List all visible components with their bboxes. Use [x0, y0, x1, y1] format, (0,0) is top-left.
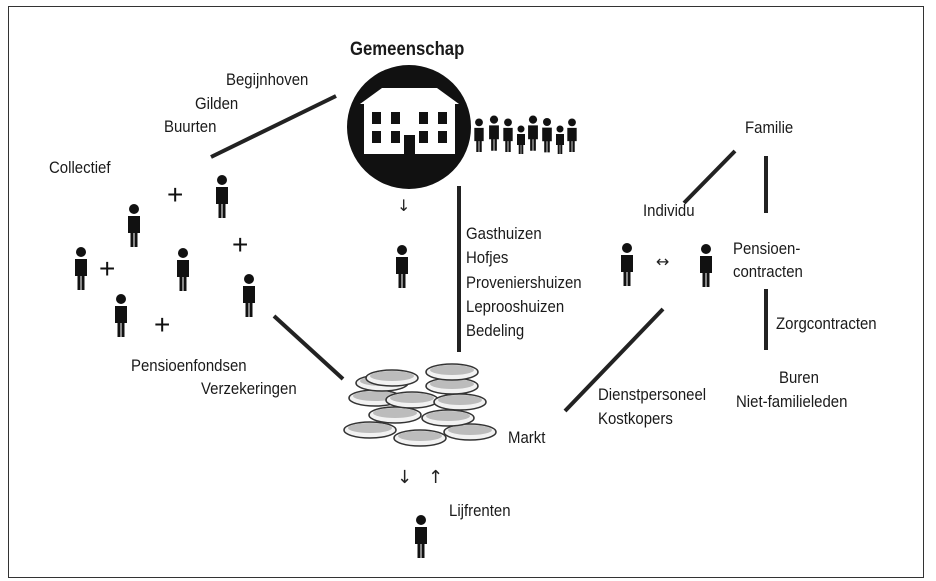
up-arrow-icon: ↑ — [428, 467, 444, 488]
plus-sign: + — [232, 229, 249, 260]
annuities-label: Lijfrenten — [449, 501, 511, 520]
buyers-label: Kostkopers — [598, 409, 673, 428]
person-icon — [243, 274, 255, 317]
figure-frame — [8, 6, 924, 578]
person-icon — [216, 175, 228, 218]
family-label: Familie — [745, 118, 794, 137]
non-family-label: Niet-familieleden — [736, 392, 848, 411]
pension-contracts-label-2: contracten — [733, 262, 803, 281]
down-arrow-icon: ↓ — [397, 467, 413, 488]
person-icon — [700, 244, 712, 287]
gilden-label: Gilden — [195, 94, 239, 113]
line-community-to-collective — [210, 94, 337, 159]
coin-pile-icon — [343, 363, 497, 447]
community-building-icon — [347, 65, 471, 189]
pension-funds-label: Pensioenfondsen — [131, 356, 247, 375]
line-family-to-individual — [682, 149, 737, 205]
person-icon — [115, 294, 127, 337]
person-icon — [415, 515, 427, 558]
buurten-label: Buurten — [164, 117, 217, 136]
person-icon — [621, 243, 633, 286]
plus-sign: + — [154, 309, 171, 340]
market-label: Markt — [508, 428, 546, 447]
person-icon — [128, 204, 140, 247]
gasthuizen-label: Gasthuizen — [466, 224, 542, 243]
plus-sign: + — [99, 253, 116, 284]
hofjes-label: Hofjes — [466, 248, 509, 267]
down-arrow-icon: ↓ — [397, 196, 411, 215]
collective-label: Collectief — [49, 158, 111, 177]
pension-contracts-label: Pensioen- — [733, 239, 801, 258]
proveniershuizen-label: Proveniershuizen — [466, 273, 582, 292]
bidirectional-arrow-icon: ↔ — [656, 252, 670, 271]
person-icon — [75, 247, 87, 290]
plus-sign: + — [167, 179, 184, 210]
crowd-icon — [474, 115, 577, 154]
bedeling-label: Bedeling — [466, 321, 525, 340]
community-label: Gemeenschap — [350, 39, 465, 60]
insurance-label: Verzekeringen — [201, 379, 297, 398]
line-collective-to-money — [272, 314, 345, 381]
individual-label: Individu — [643, 201, 695, 220]
person-icon — [396, 245, 408, 288]
line-market-to-individual — [563, 307, 665, 413]
person-icon — [177, 248, 189, 291]
leprooshuizen-label: Leprooshuizen — [466, 297, 565, 316]
neighbours-label: Buren — [779, 368, 819, 387]
servants-label: Dienstpersoneel — [598, 385, 707, 404]
care-contracts-label: Zorgcontracten — [776, 314, 877, 333]
begijnhoven-label: Begijnhoven — [226, 70, 309, 89]
